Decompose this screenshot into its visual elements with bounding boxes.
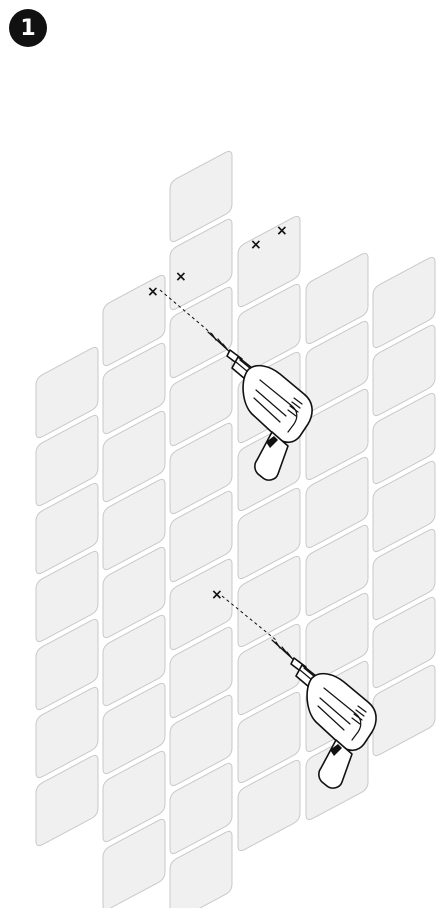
wall-tile <box>102 750 166 843</box>
wall-tile <box>305 252 369 345</box>
wall-tile <box>35 550 99 643</box>
wall-tile <box>169 830 233 908</box>
wall-tile <box>169 694 233 787</box>
wall-tile <box>169 626 233 719</box>
wall-tile <box>102 478 166 571</box>
wall-tile <box>102 546 166 639</box>
wall-tile <box>169 286 233 379</box>
wall-tile <box>237 487 301 580</box>
wall-tile <box>237 555 301 648</box>
wall-tile <box>237 759 301 852</box>
wall-tile <box>372 664 436 757</box>
wall-tile <box>35 618 99 711</box>
wall-tile <box>102 410 166 503</box>
wall-tile <box>372 392 436 485</box>
wall-tile <box>237 691 301 784</box>
tile-grid <box>35 150 436 908</box>
wall-tile <box>35 414 99 507</box>
wall-tile <box>372 528 436 621</box>
wall-tile <box>35 482 99 575</box>
wall-tile <box>169 490 233 583</box>
wall-tile <box>35 346 99 439</box>
wall-tile <box>169 422 233 515</box>
drill-mark-upper-left: × <box>147 284 159 300</box>
wall-tile <box>372 324 436 417</box>
wall-tile <box>169 354 233 447</box>
wall-tile <box>372 460 436 553</box>
wall-tile <box>102 682 166 775</box>
wall-tile <box>169 558 233 651</box>
wall-tile <box>169 762 233 855</box>
wall-tile <box>305 524 369 617</box>
wall-tile <box>35 754 99 847</box>
wall-tile <box>169 218 233 311</box>
drill-mark-top-left: × <box>250 237 262 253</box>
wall-tile <box>169 150 233 243</box>
wall-tile <box>35 686 99 779</box>
wall-tile <box>372 596 436 689</box>
wall-tile <box>102 614 166 707</box>
drill-mark-lower: × <box>211 587 223 603</box>
step-number-badge: 1 <box>9 9 47 47</box>
wall-tile <box>102 818 166 908</box>
wall-tile <box>102 274 166 367</box>
wall-tile <box>237 215 301 308</box>
wall-tile <box>305 456 369 549</box>
step-number: 1 <box>20 15 36 41</box>
drill-mark-upper-right: × <box>175 269 187 285</box>
wall-tile <box>102 342 166 435</box>
drill-mark-top-right: × <box>276 223 288 239</box>
drill-guide-line-upper <box>159 289 213 335</box>
wall-tile <box>372 256 436 349</box>
